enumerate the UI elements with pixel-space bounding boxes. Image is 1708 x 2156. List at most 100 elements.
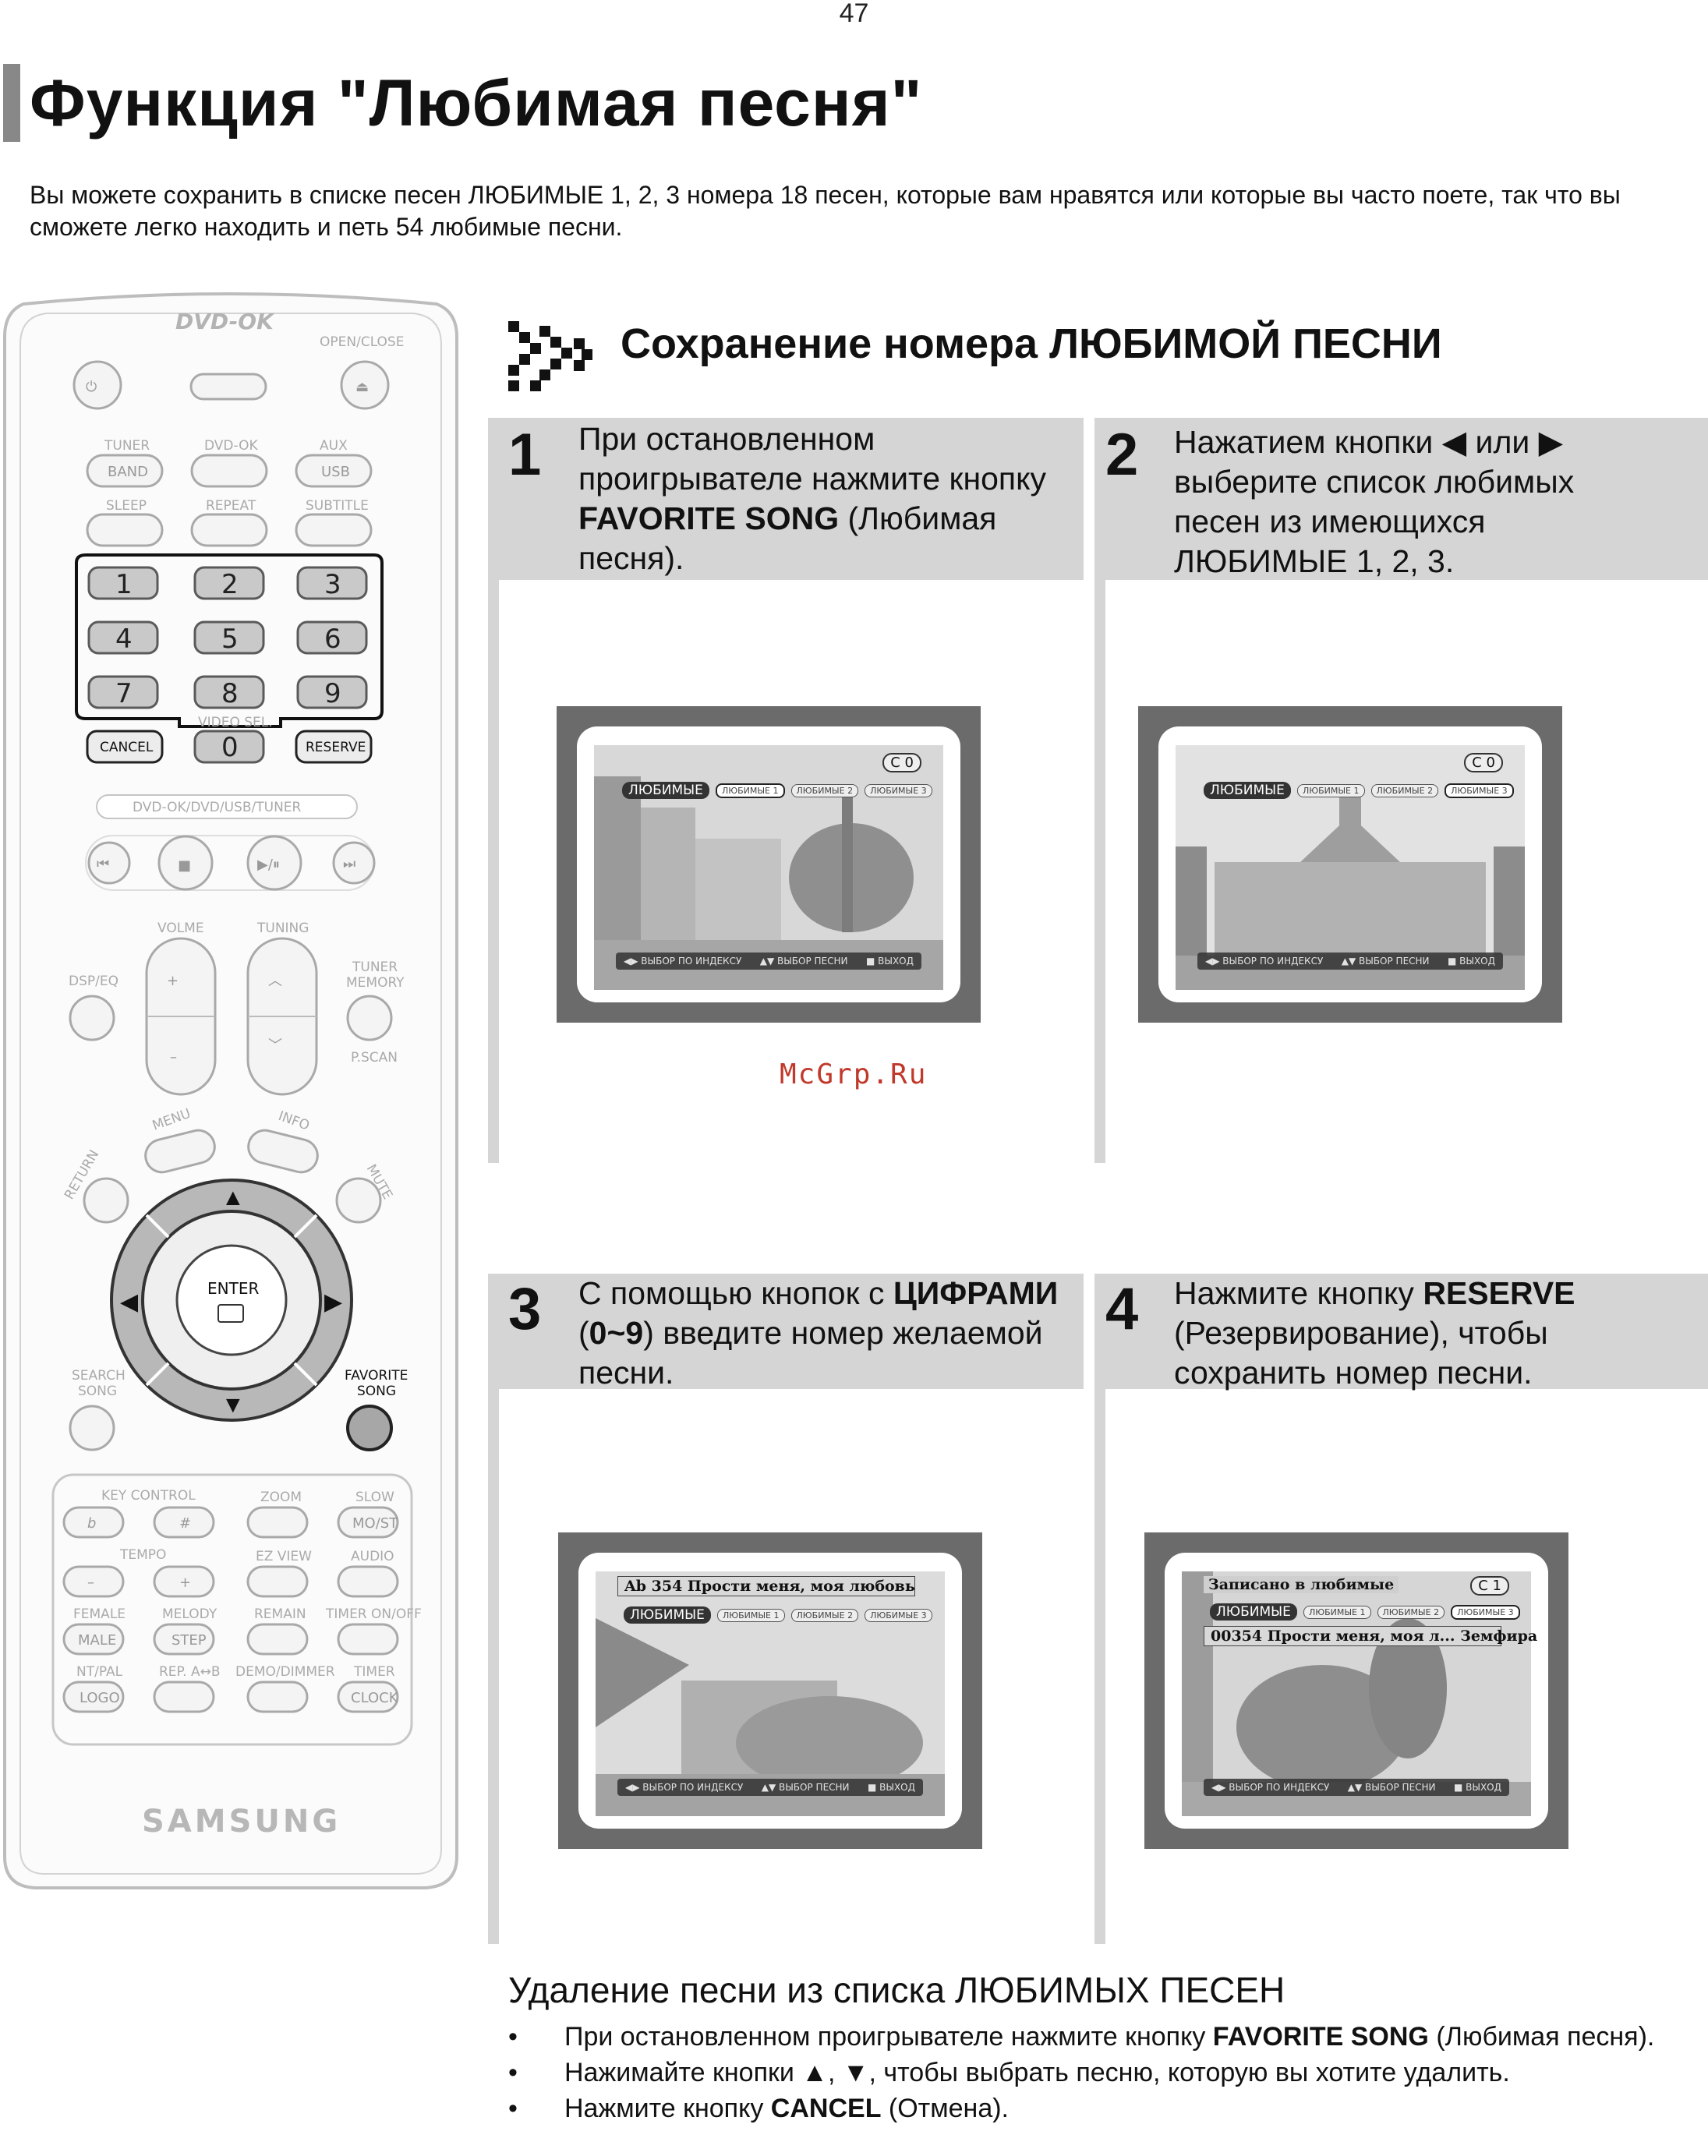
svg-text:VOLME: VOLME (157, 921, 204, 936)
samsung-logo: SAMSUNG (142, 1804, 341, 1840)
svg-text:P.SCAN: P.SCAN (351, 1050, 398, 1066)
open-close-button (340, 360, 390, 410)
svg-text:▲: ▲ (221, 1185, 245, 1211)
power-button (72, 360, 122, 410)
intro-paragraph: Вы можете сохранить в списке песен ЛЮБИМ… (30, 181, 1621, 241)
svg-text:ZOOM: ZOOM (260, 1490, 302, 1505)
svg-text:REP. A↔B: REP. A↔B (159, 1664, 221, 1680)
digit-button (193, 566, 265, 600)
digit-button (193, 620, 265, 655)
digit-label: 0 (221, 732, 239, 763)
step-2-text: Нажатием кнопки ◀ или ▶ выберите список … (1174, 424, 1575, 579)
svg-text:VIDEO SEL.: VIDEO SEL. (198, 715, 273, 730)
list-item: Нажмите кнопку CANCEL (Отмена). (508, 2092, 1678, 2125)
dvd-ok-logo: DVD-OK (175, 309, 275, 334)
svg-text:DVD-OK/DVD/USB/TUNER: DVD-OK/DVD/USB/TUNER (133, 800, 302, 815)
digit-label: 3 (324, 569, 341, 600)
step-4-number: 4 (1105, 1276, 1139, 1342)
digit-button (296, 566, 368, 600)
svg-text:REPEAT: REPEAT (206, 498, 256, 514)
step-3-number: 3 (508, 1276, 542, 1342)
svg-text:FEMALE: FEMALE (73, 1606, 126, 1622)
remote-control-illustration: DVD-OK OPEN/CLOSE ⏻ ⏏ TUNER DVD-OK AUX B… (0, 290, 460, 1896)
digit-button (193, 675, 265, 709)
svg-text:EZ VIEW: EZ VIEW (256, 1549, 312, 1564)
svg-text:TUNER: TUNER (352, 960, 398, 975)
svg-text:TIMER ON/OFF: TIMER ON/OFF (325, 1606, 422, 1622)
digit-label: 6 (324, 624, 341, 655)
svg-text:KEY CONTROL: KEY CONTROL (101, 1488, 196, 1504)
svg-text:CLOCK: CLOCK (351, 1690, 399, 1706)
list-item: При остановленном проигрывателе нажмите … (508, 2020, 1678, 2053)
svg-text:■: ■ (178, 857, 191, 874)
page-number: 47 (839, 0, 869, 28)
list-item: Нажимайте кнопки ▲, ▼, чтобы выбрать пес… (508, 2056, 1678, 2089)
digit-label: 7 (115, 678, 133, 709)
svg-text:SEARCH: SEARCH (72, 1368, 126, 1384)
section-arrow-icon (508, 321, 594, 395)
svg-text:TUNING: TUNING (256, 921, 309, 936)
svg-text:AUDIO: AUDIO (351, 1549, 394, 1564)
svg-text:⏻: ⏻ (86, 379, 97, 395)
step-3-text: С помощью кнопок с ЦИФРАМИ (0~9) введите… (578, 1275, 1059, 1391)
step-1-number: 1 (508, 422, 542, 488)
svg-text:SONG: SONG (357, 1384, 396, 1399)
digit-button (87, 566, 159, 600)
digit-button (87, 675, 159, 709)
svg-text:▶: ▶ (324, 1289, 342, 1315)
svg-text:USB: USB (321, 464, 350, 480)
svg-text:ENTER: ENTER (207, 1279, 259, 1298)
digit-label: 9 (324, 678, 341, 709)
digit-label: 1 (115, 569, 133, 600)
step-1-text: При остановленном проигрывателе нажмите … (578, 421, 1046, 576)
svg-text:⏭: ⏭ (343, 856, 355, 872)
svg-text:#: # (179, 1515, 191, 1532)
svg-text:OPEN/CLOSE: OPEN/CLOSE (320, 334, 404, 350)
delete-section-title: Удаление песни из списка ЛЮБИМЫХ ПЕСЕН (508, 1970, 1285, 2010)
svg-text:MEMORY: MEMORY (346, 975, 405, 991)
svg-text:MALE: MALE (78, 1632, 116, 1649)
svg-text:SLEEP: SLEEP (106, 498, 147, 514)
digit-label: 2 (221, 569, 239, 600)
svg-text:BAND: BAND (108, 464, 148, 480)
step-3-header (488, 1274, 1084, 1389)
svg-text:﹀: ﹀ (268, 1037, 282, 1054)
digit-button (193, 730, 265, 764)
svg-text:+: + (167, 973, 179, 989)
svg-text:FAVORITE: FAVORITE (345, 1368, 408, 1384)
svg-text:CANCEL: CANCEL (100, 740, 154, 755)
step-2-header (1094, 418, 1708, 580)
screen-step-4: Записано в любимые C 1 ЛЮБИМЫЕ ЛЮБИМЫЕ 1… (1144, 1532, 1568, 1849)
svg-text:SLOW: SLOW (355, 1490, 394, 1505)
svg-text:+: + (179, 1575, 191, 1591)
step-1-header (488, 418, 1084, 580)
svg-text:▶/⏸: ▶/⏸ (257, 857, 280, 873)
digit-button (296, 620, 368, 655)
digit-label: 8 (221, 678, 239, 709)
svg-text:DSP/EQ: DSP/EQ (69, 974, 118, 989)
step-4-header (1094, 1274, 1708, 1389)
screen-step-1: ЛЮБИМЫЕ ЛЮБИМЫЕ 1 ЛЮБИМЫЕ 2 ЛЮБИМЫЕ 3 C … (557, 706, 981, 1023)
svg-text:DEMO/DIMMER: DEMO/DIMMER (235, 1664, 335, 1680)
delete-instructions: При остановленном проигрывателе нажмите … (508, 2020, 1678, 2128)
digit-button (296, 675, 368, 709)
screen-step-3: Ab 354 Прости меня, моя любовь ЛЮБИМЫЕ Л… (558, 1532, 982, 1849)
svg-text:STEP: STEP (172, 1632, 207, 1649)
svg-text:⏏: ⏏ (355, 379, 369, 395)
title-accent-bar (3, 64, 20, 142)
page-title: Функция "Любимая песня" (30, 66, 923, 140)
step-4-text: Нажмите кнопку RESERVE (Резервирование),… (1174, 1275, 1575, 1391)
svg-text:REMAIN: REMAIN (254, 1606, 306, 1622)
digit-label: 4 (115, 624, 133, 655)
svg-text:TIMER: TIMER (353, 1664, 395, 1680)
svg-text:◀: ◀ (120, 1289, 138, 1315)
svg-text:RESERVE: RESERVE (306, 740, 366, 755)
svg-text:MO/ST: MO/ST (352, 1515, 398, 1532)
svg-text:SONG: SONG (78, 1384, 117, 1399)
svg-text:TEMPO: TEMPO (119, 1547, 166, 1563)
digit-button (87, 620, 159, 655)
watermark: McGrp.Ru (780, 1059, 928, 1090)
svg-text:AUX: AUX (320, 438, 348, 454)
step-2-number: 2 (1105, 422, 1139, 488)
section-title: Сохранение номера ЛЮБИМОЙ ПЕСНИ (621, 320, 1442, 367)
